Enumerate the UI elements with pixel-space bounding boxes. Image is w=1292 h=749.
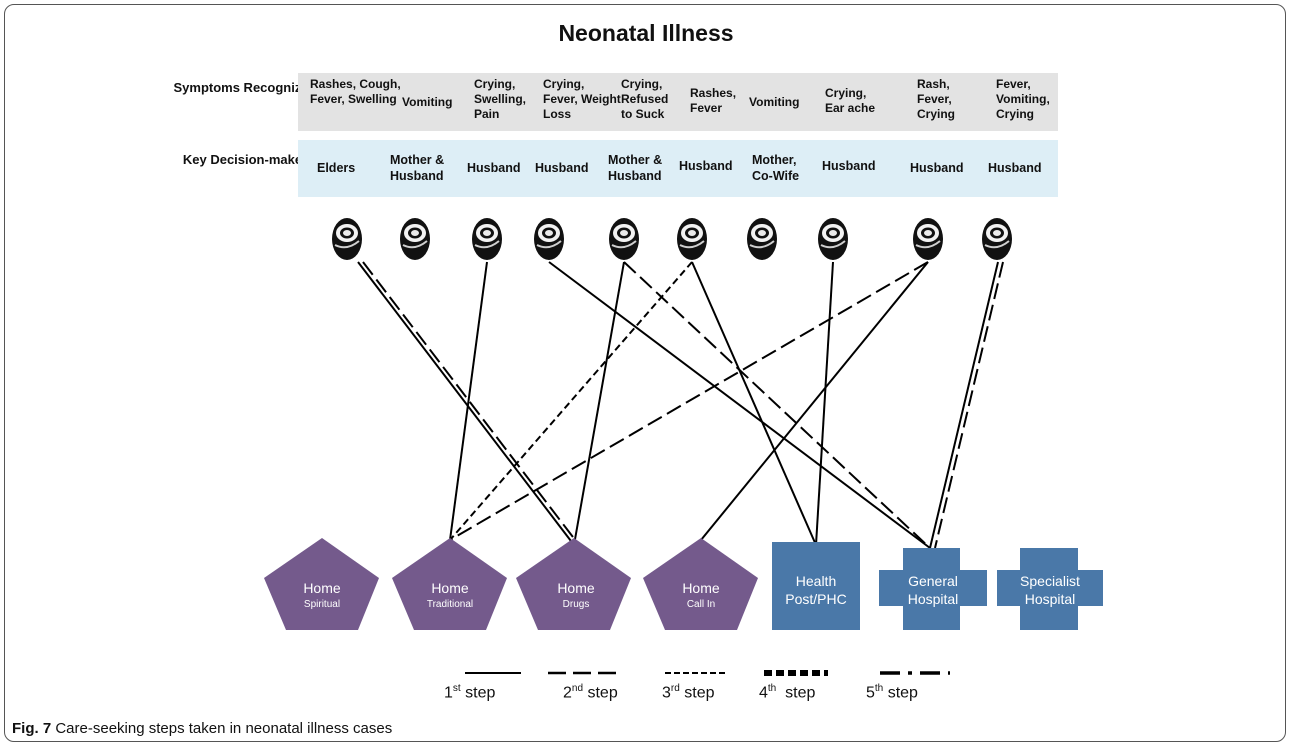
home-traditional-pentagon (392, 538, 507, 630)
destination-sublabel: Spiritual (304, 599, 340, 610)
destination-label: Home (431, 580, 469, 596)
symptom-cell: Vomiting (749, 95, 800, 109)
legend-step-5: 5th step (866, 683, 918, 702)
care-path-step-1 (573, 261, 625, 546)
decision-cell: Husband (679, 159, 733, 173)
destination-label: Post/PHC (785, 591, 846, 607)
symptom-cell: Rashes, Fever (690, 86, 737, 115)
decision-cell: Husband (822, 159, 876, 173)
destination-label: Specialist (1020, 573, 1080, 589)
figure-caption: Fig. 7 Care-seeking steps taken in neona… (12, 720, 393, 737)
destination-label: Hospital (908, 591, 959, 607)
destination-label: General (908, 573, 958, 589)
care-path-step-2 (449, 261, 929, 541)
care-path-step-1 (449, 261, 488, 541)
decision-band (298, 140, 1058, 197)
home-call-in-pentagon (643, 538, 758, 630)
symptom-cell: Rash, Fever, Crying (917, 77, 956, 121)
symptom-cell: Rashes, Cough, Fever, Swelling (310, 77, 401, 106)
care-path-step-3 (449, 261, 693, 541)
decision-row-label: Key Decision-maker (182, 152, 308, 167)
baby-icon (746, 217, 778, 261)
care-path-step-1 (700, 261, 929, 541)
legend-step-3: 3rd step (662, 683, 715, 702)
figure-title: Neonatal Illness (558, 20, 734, 46)
decision-cell: Husband (988, 161, 1042, 175)
legend-step-4: 4th step (759, 683, 816, 702)
destination-label: Home (682, 580, 720, 596)
care-path-step-1 (691, 261, 817, 546)
baby-icon (817, 217, 849, 261)
care-path-step-2 (362, 261, 580, 546)
care-path-step-1 (929, 261, 999, 549)
destination-label: Home (557, 580, 595, 596)
destination-label: Health (796, 573, 836, 589)
home-spiritual-pentagon (264, 538, 379, 630)
destination-label: Home (303, 580, 341, 596)
symptoms-band (298, 73, 1058, 131)
health-post-square (772, 542, 860, 630)
destination-sublabel: Call In (687, 599, 715, 610)
baby-icon (331, 217, 363, 261)
symptom-cell: Crying, Ear ache (825, 86, 876, 115)
decision-cell: Husband (467, 161, 521, 175)
legend-step-2: 2nd step (563, 683, 618, 702)
care-paths (357, 261, 1004, 549)
decision-cell: Husband (910, 161, 964, 175)
baby-icon (676, 217, 708, 261)
care-path-step-2 (623, 261, 931, 549)
legend-step-1: 1st step (444, 683, 496, 702)
decision-cell: Husband (535, 161, 589, 175)
home-drugs-pentagon (516, 538, 631, 630)
destination-shapes (264, 538, 1103, 630)
care-path-step-1 (548, 261, 931, 549)
destination-label: Hospital (1025, 591, 1076, 607)
baby-icon (399, 217, 431, 261)
decision-cell: Elders (317, 161, 356, 175)
decision-cell: Mother & Husband (608, 153, 663, 183)
care-path-step-1 (357, 261, 575, 546)
baby-icon (608, 217, 640, 261)
baby-icon (533, 217, 565, 261)
symptom-cell: Fever, Vomiting, Crying (996, 77, 1050, 121)
decision-cell: Mother, Co-Wife (752, 153, 800, 183)
symptom-cell: Crying, Swelling, Pain (474, 77, 527, 121)
symptom-cell: Crying, Fever, Weight Loss (543, 77, 621, 121)
baby-icon (912, 217, 944, 261)
destination-sublabel: Drugs (563, 599, 590, 610)
baby-icons (331, 217, 1013, 261)
symptoms-row-label: Symptoms Recognized (173, 80, 317, 95)
symptom-cell: Vomiting (402, 95, 453, 109)
care-path-step-1 (815, 261, 834, 546)
decision-cell: Mother & Husband (390, 153, 445, 183)
destination-sublabel: Traditional (427, 599, 473, 610)
baby-icon (981, 217, 1013, 261)
symptom-cell: Crying, Refused to Suck (621, 77, 669, 121)
baby-icon (471, 217, 503, 261)
care-path-step-2 (934, 261, 1004, 549)
specialist-hospital-cross (997, 548, 1103, 630)
general-hospital-cross (879, 548, 987, 630)
figure-frame (4, 4, 1286, 742)
destination-labels: Home Spiritual Home Traditional Home Dru… (303, 573, 1080, 610)
